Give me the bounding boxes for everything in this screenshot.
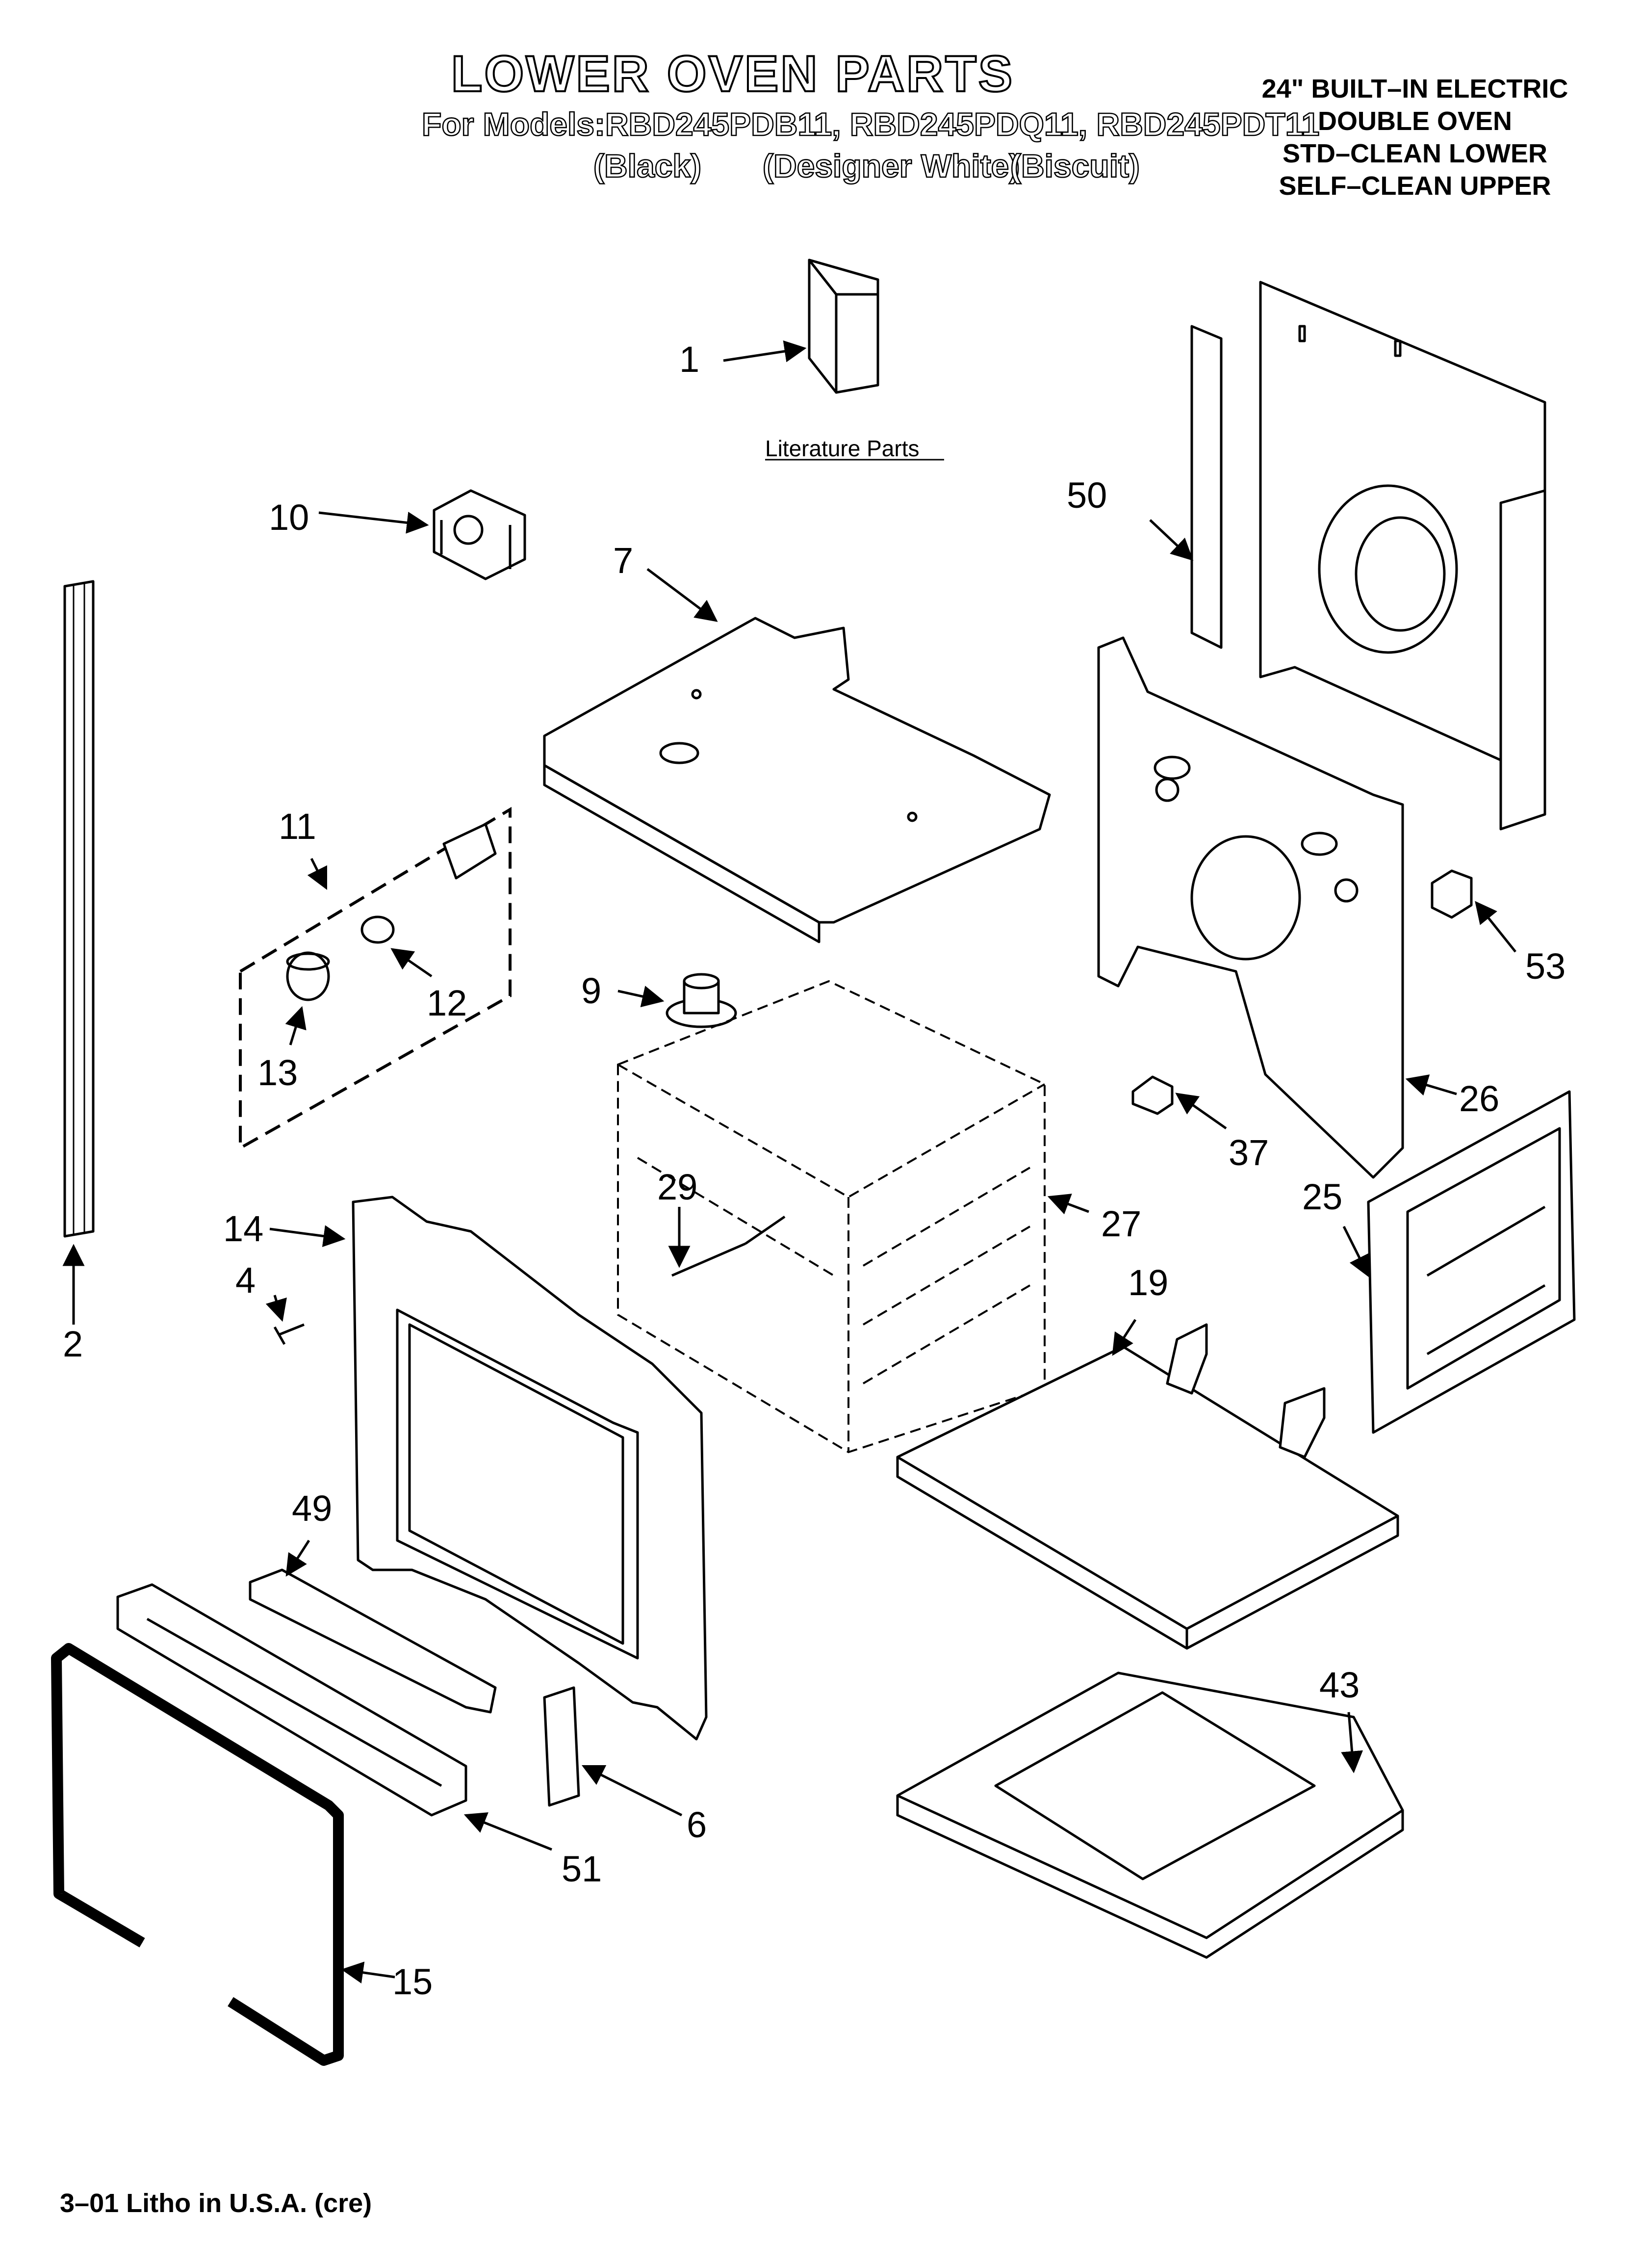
clip-53 — [1431, 869, 1473, 919]
part-label-2: 2 — [63, 1324, 83, 1364]
side-trim-strip — [63, 580, 95, 1238]
arrow-6 — [581, 1765, 683, 1817]
part-label-14: 14 — [223, 1208, 263, 1249]
arrow-13 — [285, 1006, 307, 1045]
arrow-4 — [265, 1295, 287, 1322]
arrow-19 — [1112, 1319, 1137, 1356]
part-label-7: 7 — [613, 540, 633, 581]
side-panel — [1367, 1090, 1576, 1434]
color-designer-white: (Designer White) — [762, 147, 1021, 185]
part-label-51: 51 — [562, 1849, 602, 1889]
light-socket — [442, 823, 497, 880]
sensor-probe — [671, 1215, 786, 1277]
arrow-12 — [390, 948, 433, 978]
part-label-27: 27 — [1101, 1203, 1141, 1244]
part-label-6: 6 — [687, 1804, 707, 1845]
page-title: LOWER OVEN PARTS — [0, 45, 1642, 104]
part-label-13: 13 — [257, 1052, 298, 1093]
color-biscuit: (Biscuit) — [1010, 147, 1141, 185]
arrow-49 — [285, 1539, 310, 1577]
appliance-description: 24" BUILT–IN ELECTRIC DOUBLE OVEN STD–CL… — [1256, 73, 1574, 202]
arrow-37 — [1175, 1093, 1227, 1130]
arrow-25 — [1342, 1225, 1370, 1278]
part-label-11: 11 — [279, 806, 316, 847]
part-label-37: 37 — [1229, 1132, 1269, 1173]
bracket-6 — [543, 1686, 580, 1807]
part-label-26: 26 — [1459, 1078, 1499, 1119]
arrow-26 — [1405, 1074, 1457, 1096]
rear-inner-panel — [1097, 636, 1404, 1179]
part-label-49: 49 — [292, 1488, 332, 1529]
screw — [273, 1323, 305, 1345]
top-panel — [543, 617, 1051, 943]
vent-bracket — [249, 1568, 497, 1714]
front-frame — [352, 1196, 708, 1741]
part-label-10: 10 — [269, 497, 309, 538]
arrow-9 — [617, 986, 665, 1008]
part-label-53: 53 — [1525, 946, 1565, 987]
arrow-15 — [341, 1961, 395, 1984]
vent-trim — [116, 1583, 467, 1817]
door-gasket-inner — [55, 1647, 339, 2061]
appliance-line-3: STD–CLEAN LOWER — [1283, 139, 1547, 168]
rear-outer-panel — [1190, 281, 1546, 831]
part-label-15: 15 — [392, 1961, 433, 2002]
model-numbers: For Models:RBD245PDB11, RBD245PDQ11, RBD… — [421, 105, 1320, 143]
part-label-25: 25 — [1302, 1176, 1342, 1217]
light-lens — [286, 951, 330, 1001]
appliance-line-2: DOUBLE OVEN — [1317, 106, 1513, 136]
oven-cavity — [617, 980, 1046, 1454]
color-black: (Black) — [593, 147, 702, 185]
base-pan — [896, 1671, 1404, 1959]
literature-parts-label: Literature Parts — [765, 436, 919, 461]
part-label-1: 1 — [679, 339, 699, 380]
part-label-9: 9 — [581, 970, 601, 1011]
part-label-43: 43 — [1319, 1665, 1360, 1705]
arrow-50 — [1149, 519, 1194, 561]
arrow-7 — [646, 568, 718, 622]
part-label-4: 4 — [235, 1260, 256, 1301]
arrow-14 — [269, 1225, 346, 1247]
literature-booklet — [808, 259, 879, 394]
part-label-29: 29 — [657, 1167, 697, 1207]
part-label-50: 50 — [1067, 475, 1107, 516]
footer-litho: 3–01 Litho in U.S.A. (cre) — [60, 2189, 372, 2218]
page-title-text: LOWER OVEN PARTS — [450, 45, 1015, 104]
appliance-line-4: SELF–CLEAN UPPER — [1279, 171, 1551, 201]
arrow-10 — [318, 511, 429, 534]
arrow-11 — [307, 858, 328, 890]
part-label-19: 19 — [1128, 1262, 1168, 1303]
appliance-line-1: 24" BUILT–IN ELECTRIC — [1261, 74, 1568, 104]
switch-bracket — [433, 489, 526, 580]
fan-motor — [666, 973, 737, 1028]
bracket-37 — [1131, 1075, 1174, 1115]
light-assembly-group-outline — [239, 807, 512, 1151]
part-label-12: 12 — [427, 983, 467, 1023]
arrow-43 — [1341, 1712, 1363, 1773]
light-bulb — [360, 915, 395, 944]
arrow-27 — [1047, 1194, 1089, 1215]
arrow-51 — [463, 1812, 552, 1851]
arrow-53 — [1475, 901, 1516, 953]
arrow-1 — [723, 340, 807, 363]
bottom-panel — [896, 1323, 1399, 1650]
